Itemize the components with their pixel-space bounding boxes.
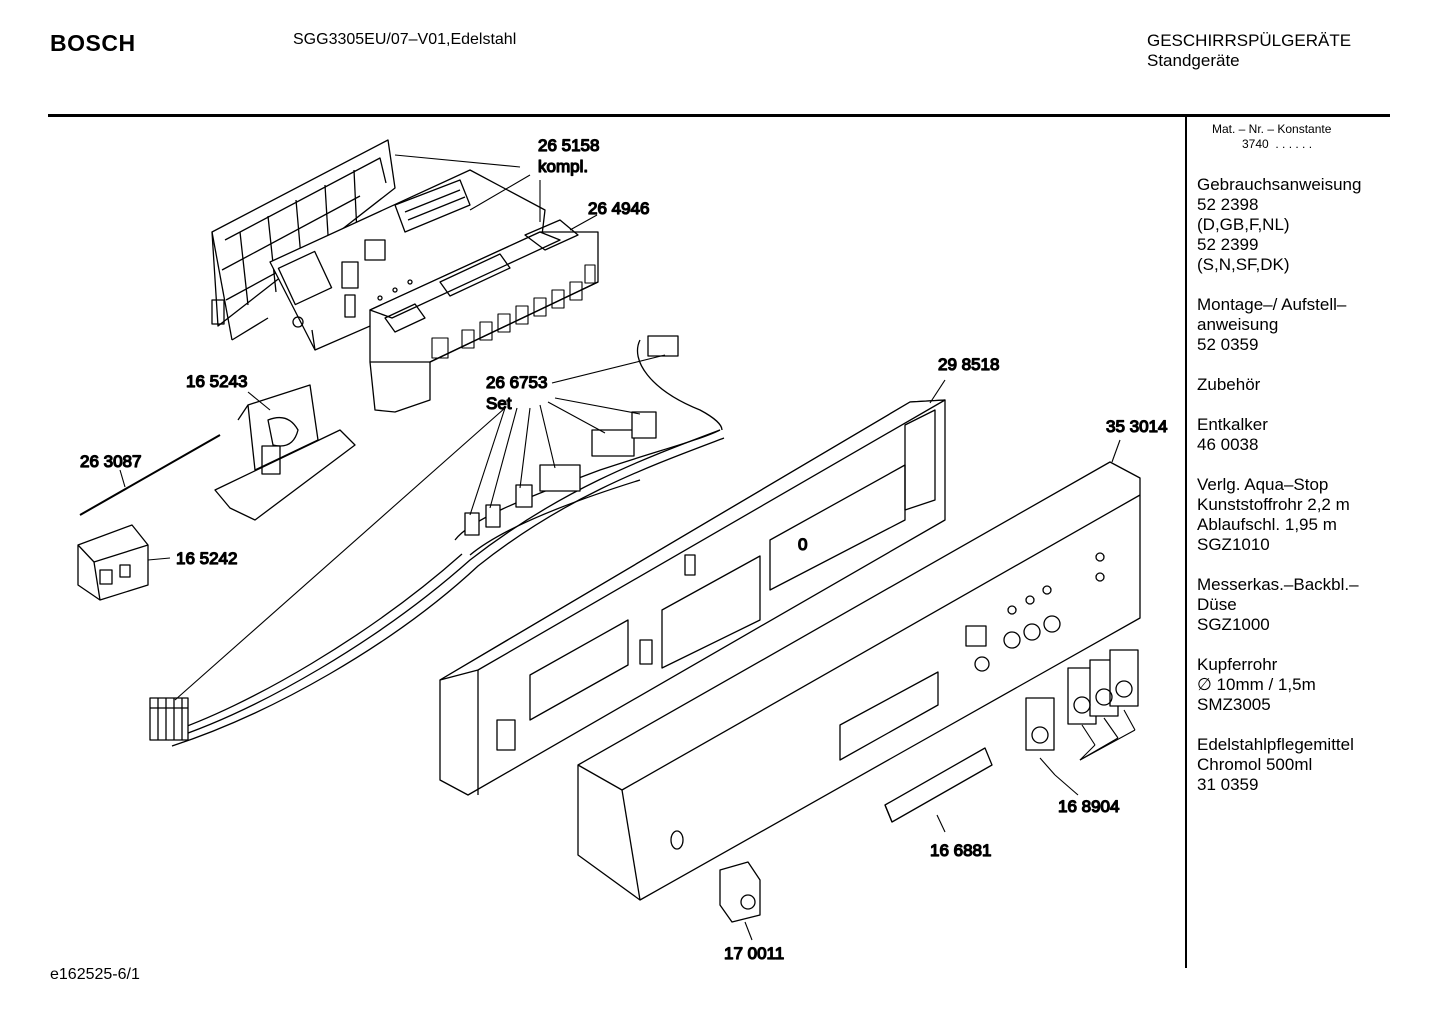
accessory-group: Montage–/ Aufstell– anweisung 52 0359 bbox=[1197, 295, 1382, 355]
accessory-line: 52 2398 bbox=[1197, 195, 1259, 214]
accessory-line: Düse bbox=[1197, 595, 1237, 614]
material-code: 3740 bbox=[1242, 137, 1269, 151]
part-label-170011: 17 0011 bbox=[724, 944, 784, 963]
part-label-166881: 16 6881 bbox=[930, 841, 991, 860]
accessory-line: (S,N,SF,DK) bbox=[1197, 255, 1290, 274]
accessory-line: 52 0359 bbox=[1197, 335, 1259, 354]
category-title: GESCHIRRSPÜLGERÄTE bbox=[1147, 31, 1352, 50]
control-pcb bbox=[269, 169, 546, 351]
accessory-line: 52 2399 bbox=[1197, 235, 1259, 254]
accessory-group: Gebrauchsanweisung 52 2398 (D,GB,F,NL) 5… bbox=[1197, 175, 1382, 275]
accessory-line: Kupferrohr bbox=[1197, 655, 1278, 674]
material-constant: Mat. – Nr. – Konstante 3740 . . . . . . bbox=[1212, 122, 1331, 152]
accessory-list: Gebrauchsanweisung 52 2398 (D,GB,F,NL) 5… bbox=[1197, 175, 1382, 815]
accessory-line: 31 0359 bbox=[1197, 775, 1259, 794]
relay-holder bbox=[214, 384, 356, 521]
part-label-265158-note: kompl. bbox=[538, 157, 588, 176]
accessory-line: SGZ1010 bbox=[1197, 535, 1270, 554]
accessory-line: Ablaufschl. 1,95 m bbox=[1197, 515, 1337, 534]
part-label-168904: 16 8904 bbox=[1058, 797, 1119, 816]
accessory-group: Kupferrohr ∅ 10mm / 1,5m SMZ3005 bbox=[1197, 655, 1382, 715]
accessory-line: Messerkas.–Backbl.– bbox=[1197, 575, 1359, 594]
control-housing-frame bbox=[211, 139, 396, 341]
category-subtitle: Standgeräte bbox=[1147, 51, 1240, 70]
part-label-165242: 16 5242 bbox=[176, 549, 237, 568]
main-switch bbox=[77, 524, 149, 601]
accessory-line: Chromol 500ml bbox=[1197, 755, 1313, 774]
accessory-group: Messerkas.–Backbl.– Düse SGZ1000 bbox=[1197, 575, 1382, 635]
material-constant-value: 3740 . . . . . . bbox=[1212, 137, 1331, 152]
control-module bbox=[369, 219, 599, 413]
actuator-rod bbox=[79, 434, 221, 516]
accessory-line: SGZ1000 bbox=[1197, 615, 1270, 634]
front-fascia-panel bbox=[577, 461, 1141, 901]
part-label-265158: 26 5158 bbox=[538, 136, 599, 155]
model-number: SGG3305EU/07–V01,Edelstahl bbox=[293, 31, 517, 48]
cable-harness bbox=[149, 335, 725, 747]
sidebar-divider bbox=[1185, 116, 1187, 968]
accessory-line: Montage–/ Aufstell– bbox=[1197, 295, 1347, 314]
rotary-knob bbox=[719, 861, 761, 923]
accessory-group: Zubehör bbox=[1197, 375, 1382, 395]
accessory-line: SMZ3005 bbox=[1197, 695, 1271, 714]
accessory-line: Gebrauchsanweisung bbox=[1197, 175, 1362, 194]
accessory-line: Kunststoffrohr 2,2 m bbox=[1197, 495, 1350, 514]
part-label-263087: 26 3087 bbox=[80, 452, 141, 471]
push-buttons bbox=[1025, 649, 1139, 751]
leader-lines bbox=[119, 154, 1136, 941]
panel-marking: 0 bbox=[798, 535, 807, 554]
part-label-264946: 26 4946 bbox=[588, 199, 649, 218]
exploded-view-drawing: 26 5158 kompl. 26 4946 16 5243 26 6753 S… bbox=[77, 135, 1168, 964]
accessory-group: Verlg. Aqua–Stop Kunststoffrohr 2,2 m Ab… bbox=[1197, 475, 1382, 555]
accessory-line: (D,GB,F,NL) bbox=[1197, 215, 1290, 234]
material-constant-label: Mat. – Nr. – Konstante bbox=[1212, 122, 1332, 136]
header-divider bbox=[48, 114, 1390, 117]
part-label-298518: 29 8518 bbox=[938, 355, 999, 374]
accessory-group: Entkalker 46 0038 bbox=[1197, 415, 1382, 455]
part-label-266753: 26 6753 bbox=[486, 373, 547, 392]
handle-strip bbox=[884, 747, 993, 823]
material-dots: . . . . . . bbox=[1275, 137, 1313, 151]
part-label-353014: 35 3014 bbox=[1106, 417, 1167, 436]
appliance-category: GESCHIRRSPÜLGERÄTE Standgeräte bbox=[1147, 31, 1351, 71]
part-label-165243: 16 5243 bbox=[186, 372, 247, 391]
accessory-line: Zubehör bbox=[1197, 375, 1261, 394]
accessory-line: Entkalker bbox=[1197, 415, 1268, 434]
accessory-line: anweisung bbox=[1197, 315, 1279, 334]
part-label-266753-note: Set bbox=[486, 394, 512, 413]
accessory-line: Verlg. Aqua–Stop bbox=[1197, 475, 1329, 494]
control-panel-frame bbox=[439, 399, 946, 796]
brand-logo: BOSCH bbox=[50, 30, 136, 56]
accessory-group: Edelstahlpflegemittel Chromol 500ml 31 0… bbox=[1197, 735, 1382, 795]
accessory-line: Edelstahlpflegemittel bbox=[1197, 735, 1354, 754]
drawing-id: e162525-6/1 bbox=[50, 966, 140, 983]
accessory-line: 46 0038 bbox=[1197, 435, 1259, 454]
accessory-line: ∅ 10mm / 1,5m bbox=[1197, 675, 1316, 694]
